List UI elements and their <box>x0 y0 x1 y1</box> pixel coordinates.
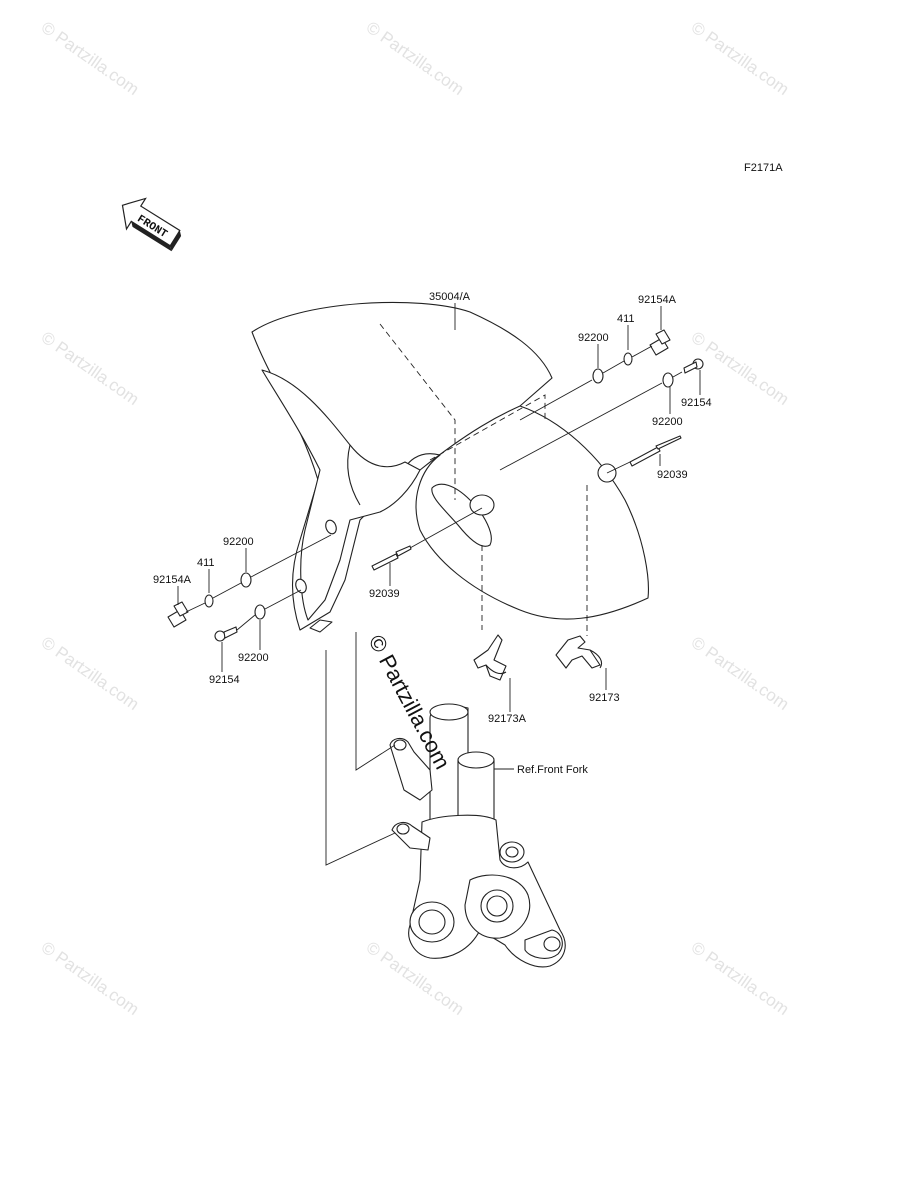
callout-35004a: 35004/A <box>429 291 471 303</box>
watermark: © Partzilla.com <box>688 18 793 99</box>
callout-ref-front-fork: Ref.Front Fork <box>517 764 588 776</box>
callout-92039-left: 92039 <box>369 588 400 600</box>
clamp-92039-right <box>629 435 682 467</box>
washer-92200-right-top <box>592 368 604 384</box>
watermark: © Partzilla.com <box>688 938 793 1019</box>
bolt-92154a-right <box>649 329 671 356</box>
callout-411-left: 411 <box>197 557 215 569</box>
washer-92200-left <box>254 604 266 620</box>
callout-92173a: 92173A <box>488 713 527 725</box>
washer-411-left <box>204 594 214 608</box>
watermark-layer: © Partzilla.com © Partzilla.com © Partzi… <box>38 18 793 1019</box>
watermark: © Partzilla.com <box>38 18 143 99</box>
callout-92200-right: 92200 <box>652 416 683 428</box>
clamp-92039-left <box>371 545 412 571</box>
callout-92039-right: 92039 <box>657 469 688 481</box>
callout-92154-right: 92154 <box>681 397 712 409</box>
screw-92154-left <box>214 626 238 642</box>
callout-92154-left: 92154 <box>209 674 240 686</box>
figure-code: F2171A <box>744 162 783 174</box>
callout-92200-right-top: 92200 <box>578 332 609 344</box>
watermark: © Partzilla.com <box>363 18 468 99</box>
washer-411-right <box>623 352 633 366</box>
front-fender <box>251 301 649 633</box>
washer-92200-right <box>662 372 674 388</box>
callout-92154a-right: 92154A <box>638 294 677 306</box>
watermark: © Partzilla.com <box>38 938 143 1019</box>
callout-411-right: 411 <box>617 313 635 325</box>
front-fork <box>389 703 566 968</box>
callout-92200-left: 92200 <box>238 652 269 664</box>
screw-92154-right <box>683 358 704 374</box>
bolt-92154a-left <box>167 601 189 628</box>
watermark: © Partzilla.com <box>688 633 793 714</box>
callout-92154a-left: 92154A <box>153 574 192 586</box>
callout-92173: 92173 <box>589 692 620 704</box>
callout-92200-left-top: 92200 <box>223 536 254 548</box>
holder-92173a <box>473 634 507 681</box>
washer-92200-left-top <box>240 572 252 588</box>
holder-92173 <box>555 635 603 669</box>
watermark: © Partzilla.com <box>38 633 143 714</box>
watermark: © Partzilla.com <box>38 328 143 409</box>
front-arrow-icon: FRONT <box>121 197 182 252</box>
